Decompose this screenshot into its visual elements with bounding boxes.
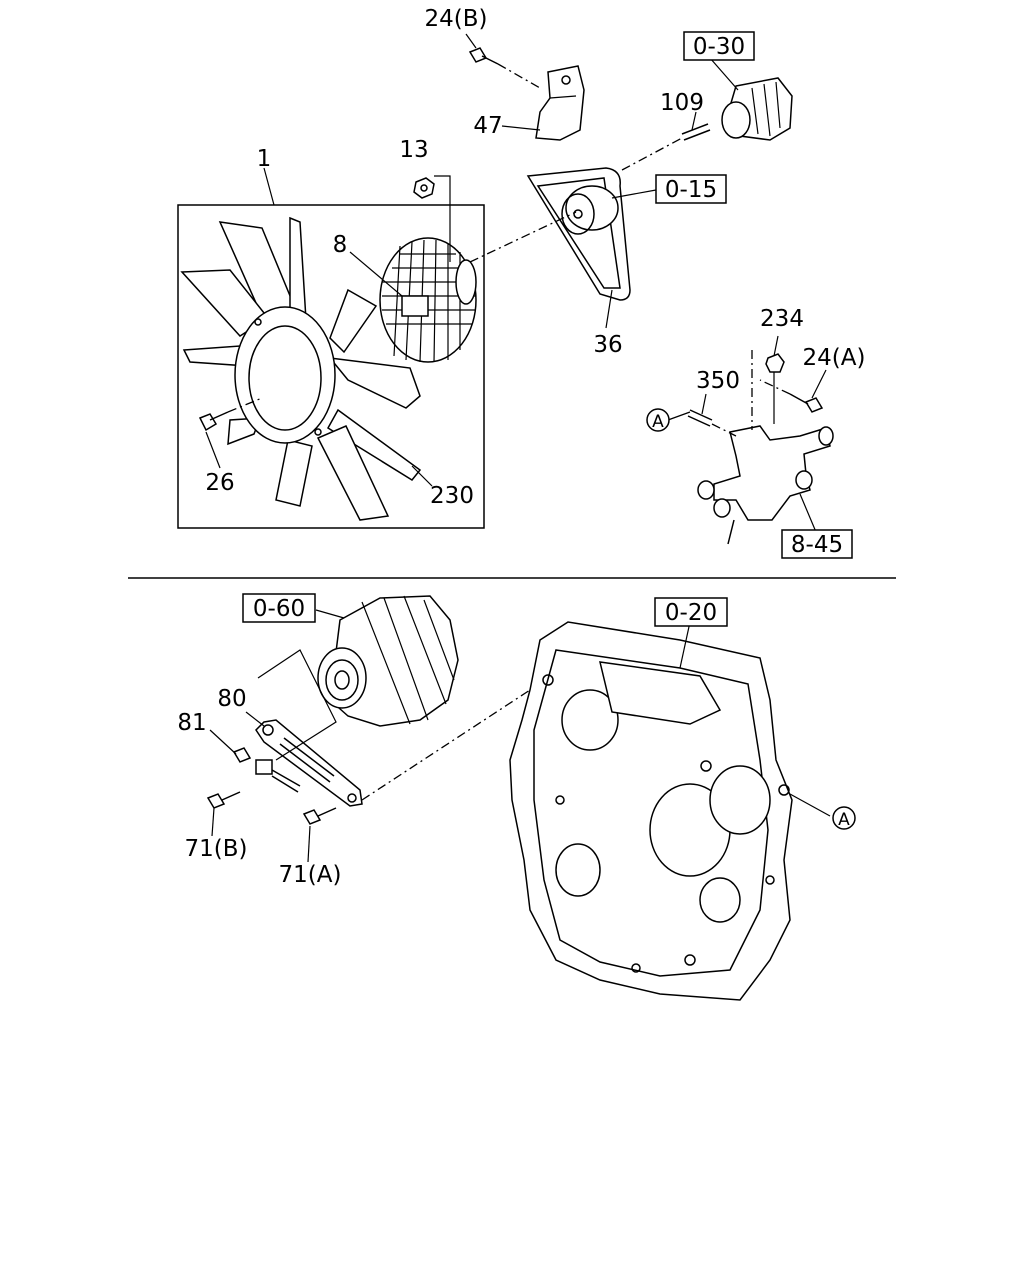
timing-gear-case <box>509 621 793 1001</box>
ref-box-0-30[interactable]: 0-30 <box>683 31 755 61</box>
ref-label-8-45: 8-45 <box>791 532 843 558</box>
callout-234: 234 <box>760 306 804 332</box>
ref-box-8-45[interactable]: 8-45 <box>781 529 853 559</box>
ref-label-0-15: 0-15 <box>665 177 717 203</box>
callout-71a: 71(A) <box>279 862 342 888</box>
callout-47: 47 <box>473 113 502 139</box>
bolt-71a <box>302 807 337 825</box>
stud-109 <box>681 123 711 141</box>
cooling-fan <box>180 216 422 521</box>
alternator <box>317 595 459 727</box>
callout-81: 81 <box>177 710 206 736</box>
nut-13 <box>413 177 435 199</box>
callout-13: 13 <box>399 137 428 163</box>
callout-109: 109 <box>660 90 704 116</box>
callout-71b: 71(B) <box>185 836 248 862</box>
bolt-81 <box>232 747 301 793</box>
fan-pulley <box>561 185 619 235</box>
ref-box-0-60[interactable]: 0-60 <box>242 593 316 623</box>
connector-a-upper: A <box>646 408 670 432</box>
water-pump <box>721 77 793 141</box>
stud-350 <box>687 409 713 427</box>
callout-1: 1 <box>257 146 272 172</box>
callout-8: 8 <box>333 232 348 258</box>
callout-80: 80 <box>217 686 246 712</box>
callout-24a: 24(A) <box>803 345 866 371</box>
fan-assembly-box <box>177 204 485 529</box>
adjusting-plate <box>255 719 363 807</box>
callout-26: 26 <box>205 470 234 496</box>
fan-clutch <box>379 237 477 363</box>
bolt-71b <box>206 791 241 809</box>
connector-a-lower-label: A <box>838 810 850 830</box>
leader-lines <box>205 33 831 863</box>
callout-230: 230 <box>430 483 474 509</box>
callout-36: 36 <box>593 332 622 358</box>
bracket-47 <box>535 65 585 141</box>
callout-350: 350 <box>696 368 740 394</box>
bolt-24b <box>468 47 499 65</box>
bolt-24a <box>789 393 824 413</box>
ref-label-0-20: 0-20 <box>665 600 717 626</box>
nut-234 <box>765 353 785 373</box>
ref-box-0-15[interactable]: 0-15 <box>655 174 727 204</box>
callout-24b: 24(B) <box>425 6 488 32</box>
ref-label-0-60: 0-60 <box>253 596 305 622</box>
ref-label-0-30: 0-30 <box>693 34 745 60</box>
connector-a-lower: A <box>832 806 856 830</box>
bolt-26 <box>198 411 229 432</box>
connector-a-upper-label: A <box>652 412 664 432</box>
ref-box-0-20[interactable]: 0-20 <box>654 597 728 627</box>
thermostat-housing <box>697 425 834 545</box>
